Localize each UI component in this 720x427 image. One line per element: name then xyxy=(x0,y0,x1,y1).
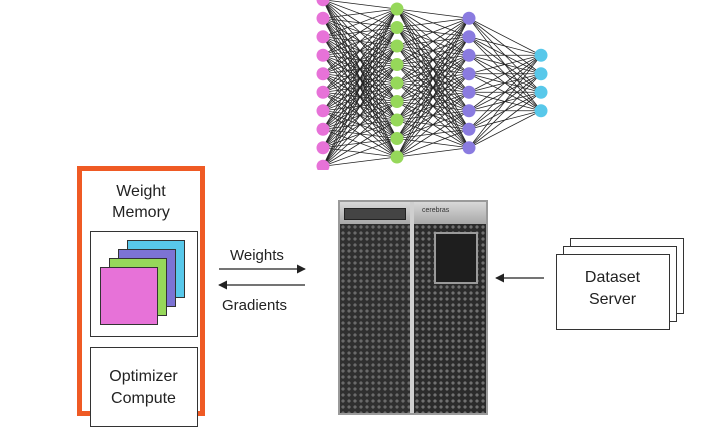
server-brand-logo: cerebras xyxy=(422,207,450,214)
nn-edge xyxy=(322,8,398,93)
nn-node xyxy=(316,0,330,7)
optimizer-compute-label: Optimizer Compute xyxy=(91,366,196,410)
nn-node xyxy=(534,67,548,81)
nn-edge xyxy=(396,8,470,19)
nn-edge xyxy=(468,73,542,149)
weight-memory-box: Weight Memory Optimizer Compute xyxy=(77,166,205,427)
nn-edge xyxy=(322,119,398,167)
nn-node xyxy=(316,141,330,155)
weight-stack-box xyxy=(90,231,198,337)
nn-edge xyxy=(468,54,542,130)
nn-node xyxy=(316,85,330,99)
weight-memory-title: Weight Memory xyxy=(82,181,200,223)
nn-edge xyxy=(322,8,398,167)
nn-edge xyxy=(322,8,398,130)
nn-node xyxy=(390,76,404,90)
nn-edge xyxy=(468,54,542,75)
neural-network-diagram xyxy=(316,0,548,170)
nn-edge xyxy=(322,82,398,167)
nn-edge xyxy=(322,8,398,38)
nn-node xyxy=(316,104,330,118)
nn-node xyxy=(462,85,476,99)
weight-layer-pink xyxy=(100,267,158,325)
nn-edge xyxy=(468,91,542,149)
nn-node xyxy=(390,21,404,34)
nn-edge xyxy=(396,73,470,158)
nn-edge xyxy=(322,101,398,167)
nn-node xyxy=(390,95,404,108)
nn-node xyxy=(316,159,330,170)
nn-edge xyxy=(396,147,470,158)
nn-edge xyxy=(396,17,470,28)
nn-edge xyxy=(322,8,398,111)
optimizer-line1: Optimizer xyxy=(109,368,178,385)
nn-edge xyxy=(322,8,398,75)
nn-edge xyxy=(468,54,542,93)
nn-node xyxy=(316,67,330,81)
server-left-grille xyxy=(340,224,410,413)
weight-memory-title-line1: Weight xyxy=(116,183,166,200)
cerebras-server-image: cerebras xyxy=(338,200,488,415)
nn-edge xyxy=(322,156,398,167)
nn-edge xyxy=(468,36,542,56)
nn-edge xyxy=(396,18,470,158)
nn-node xyxy=(390,39,404,53)
dataset-server-box: Dataset Server xyxy=(556,254,670,330)
nn-edge xyxy=(396,17,470,84)
nn-edge xyxy=(468,110,542,149)
nn-edge xyxy=(396,91,470,158)
gradients-label: Gradients xyxy=(222,297,288,314)
nn-edge xyxy=(396,18,470,121)
nn-edge xyxy=(322,8,398,56)
nn-node xyxy=(534,48,548,62)
weights-label: Weights xyxy=(230,247,284,264)
nn-node xyxy=(316,122,330,136)
nn-edge xyxy=(468,17,542,56)
nn-node xyxy=(462,30,476,44)
server-io-panel xyxy=(434,232,478,284)
nn-node xyxy=(462,122,476,136)
nn-node xyxy=(462,48,476,62)
nn-node xyxy=(534,85,548,99)
nn-edge xyxy=(396,17,470,102)
nn-node xyxy=(390,150,404,164)
nn-node xyxy=(316,30,330,44)
nn-edge xyxy=(322,138,398,167)
nn-edge xyxy=(322,64,398,167)
nn-node xyxy=(462,104,476,118)
nn-edge xyxy=(468,54,542,112)
dataset-server-line1: Dataset xyxy=(584,269,641,286)
nn-edge xyxy=(396,128,470,158)
server-ports xyxy=(344,208,406,220)
nn-node xyxy=(534,104,548,118)
server-door-seam xyxy=(410,202,414,413)
nn-edge xyxy=(322,8,398,19)
weight-memory-title-line2: Memory xyxy=(112,204,170,221)
nn-edge xyxy=(322,0,398,10)
nn-edge xyxy=(396,17,470,65)
dataset-server-label: Dataset Server xyxy=(557,267,668,311)
nn-edge xyxy=(322,45,398,167)
nn-node xyxy=(390,58,404,71)
nn-node xyxy=(462,11,476,25)
nn-node xyxy=(462,141,476,155)
nn-edge xyxy=(396,17,470,47)
nn-edge xyxy=(396,55,470,158)
nn-node xyxy=(316,11,330,25)
dataset-server-line2: Server xyxy=(588,291,637,308)
arrows-layer xyxy=(218,264,544,290)
nn-node xyxy=(316,48,330,62)
nn-node xyxy=(390,132,404,145)
optimizer-line2: Compute xyxy=(111,390,176,407)
nn-edge xyxy=(396,110,470,158)
nn-edge xyxy=(396,18,470,139)
nn-edge xyxy=(468,55,542,148)
nn-edge xyxy=(322,8,398,148)
nn-edge xyxy=(322,27,398,167)
nn-node xyxy=(462,67,476,81)
nn-node xyxy=(390,2,404,16)
nn-edge xyxy=(396,36,470,158)
nn-node xyxy=(390,113,404,127)
